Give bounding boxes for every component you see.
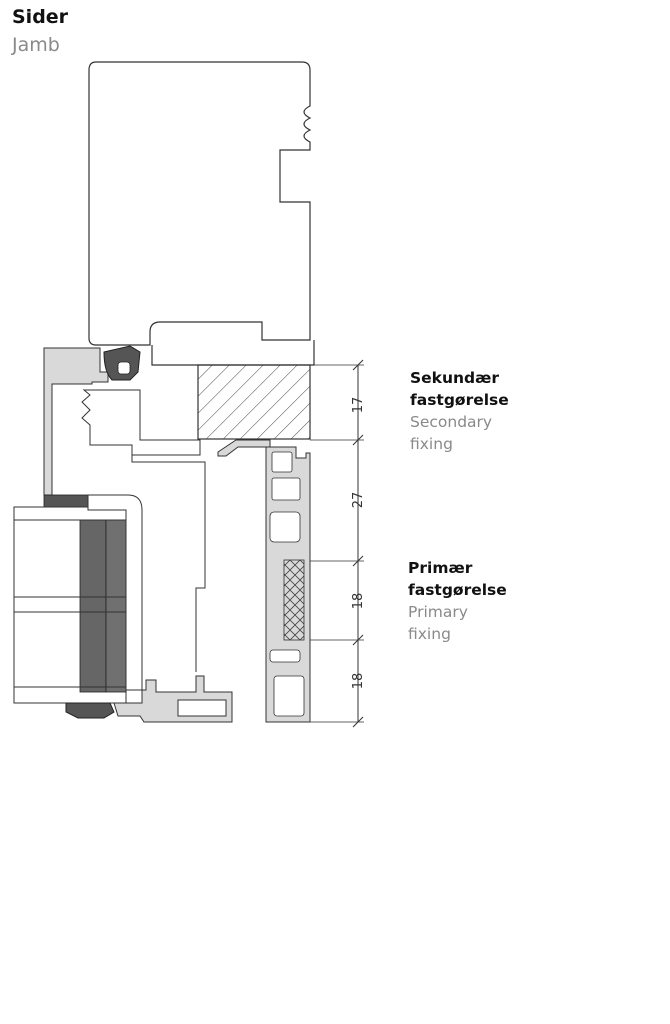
primary-label-en-2: fixing: [408, 625, 451, 643]
dim-27: 27: [351, 492, 366, 509]
primary-label-da-1: Primær: [408, 559, 473, 577]
frame-rebate: [151, 340, 315, 366]
primary-label-da-2: fastgørelse: [408, 581, 507, 599]
diagram-subtitle: Jamb: [12, 34, 60, 56]
glass-pane-outer: [79, 519, 107, 693]
secondary-fixing-label: Sekundær fastgørelse Secondary fixing: [410, 367, 509, 455]
primary-label-en-1: Primary: [408, 603, 468, 621]
secondary-label-en-1: Secondary: [410, 413, 493, 431]
secondary-label-da-2: fastgørelse: [410, 391, 509, 409]
primary-fixing-zone: [283, 559, 305, 641]
profile-chamber-3: [269, 511, 301, 543]
glass-pane-inner: [105, 519, 127, 693]
dim-18b: 18: [351, 673, 366, 690]
top-gasket-core: [117, 361, 131, 375]
sash-profile-inner: [81, 389, 201, 456]
sash-bottom-chamber: [177, 699, 227, 717]
profile-chamber-1: [271, 451, 293, 473]
bottom-gasket: [65, 702, 115, 719]
glazing-bead: [87, 494, 143, 691]
dim-18a: 18: [351, 593, 366, 610]
profile-chamber-2: [271, 477, 301, 501]
secondary-label-da-1: Sekundær: [410, 369, 500, 387]
dim-ticks: [352, 359, 364, 728]
timber-frame: [88, 61, 312, 346]
secondary-label-en-2: fixing: [410, 435, 453, 453]
fixing-clip: [217, 439, 271, 457]
dim-17: 17: [351, 397, 366, 414]
secondary-fixing-block: [197, 364, 311, 440]
diagram-title: Sider: [12, 6, 69, 28]
sash-frame-line: [131, 455, 206, 672]
profile-chamber-5: [273, 675, 305, 717]
profile-chamber-4: [269, 649, 301, 663]
primary-fixing-label: Primær fastgørelse Primary fixing: [408, 557, 507, 645]
glass-gasket-top: [43, 494, 89, 508]
